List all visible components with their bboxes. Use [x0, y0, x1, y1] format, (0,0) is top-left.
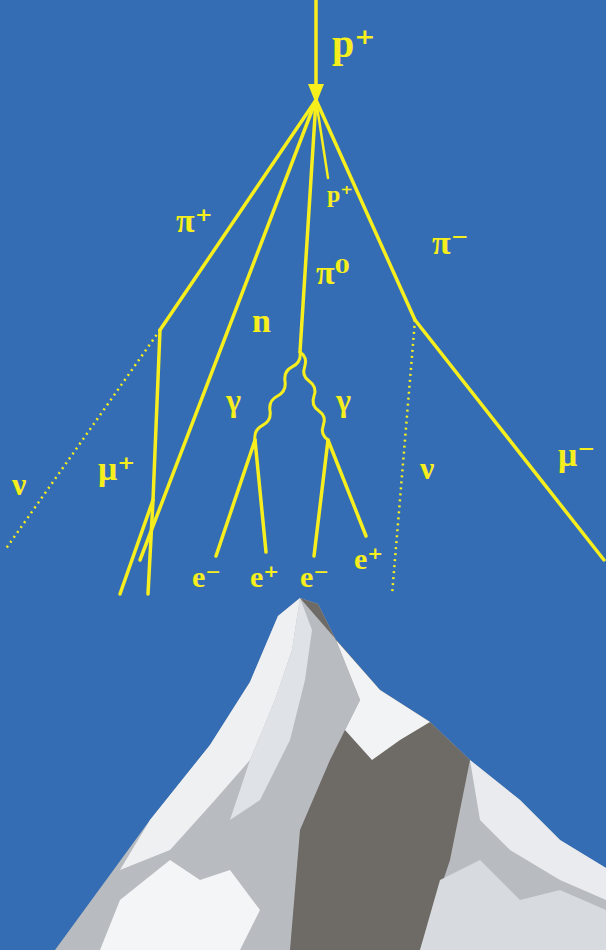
particle-label: p⁺: [327, 182, 353, 206]
particle-label: ν: [12, 468, 26, 500]
mountain: [55, 598, 606, 950]
particle-label: p⁺: [332, 24, 375, 64]
particle-label: μ⁺: [98, 452, 135, 486]
particle-label: ν: [420, 452, 434, 484]
particle-label: π⁰: [316, 256, 350, 290]
particle-label: e⁺: [354, 544, 383, 574]
neutrino-tracks: [5, 320, 415, 595]
particle-label: π⁺: [176, 204, 213, 238]
particle-label: e⁻: [192, 562, 221, 592]
particle-label: e⁺: [250, 562, 279, 592]
particle-label: e⁻: [300, 562, 329, 592]
particle-label: γ: [226, 384, 241, 416]
arrowhead: [308, 84, 324, 104]
particle-label: μ⁻: [558, 438, 595, 472]
particle-label: n: [252, 304, 271, 338]
particle-tracks: [120, 0, 604, 594]
particle-label: π⁻: [432, 226, 469, 260]
particle-label: γ: [336, 384, 351, 416]
